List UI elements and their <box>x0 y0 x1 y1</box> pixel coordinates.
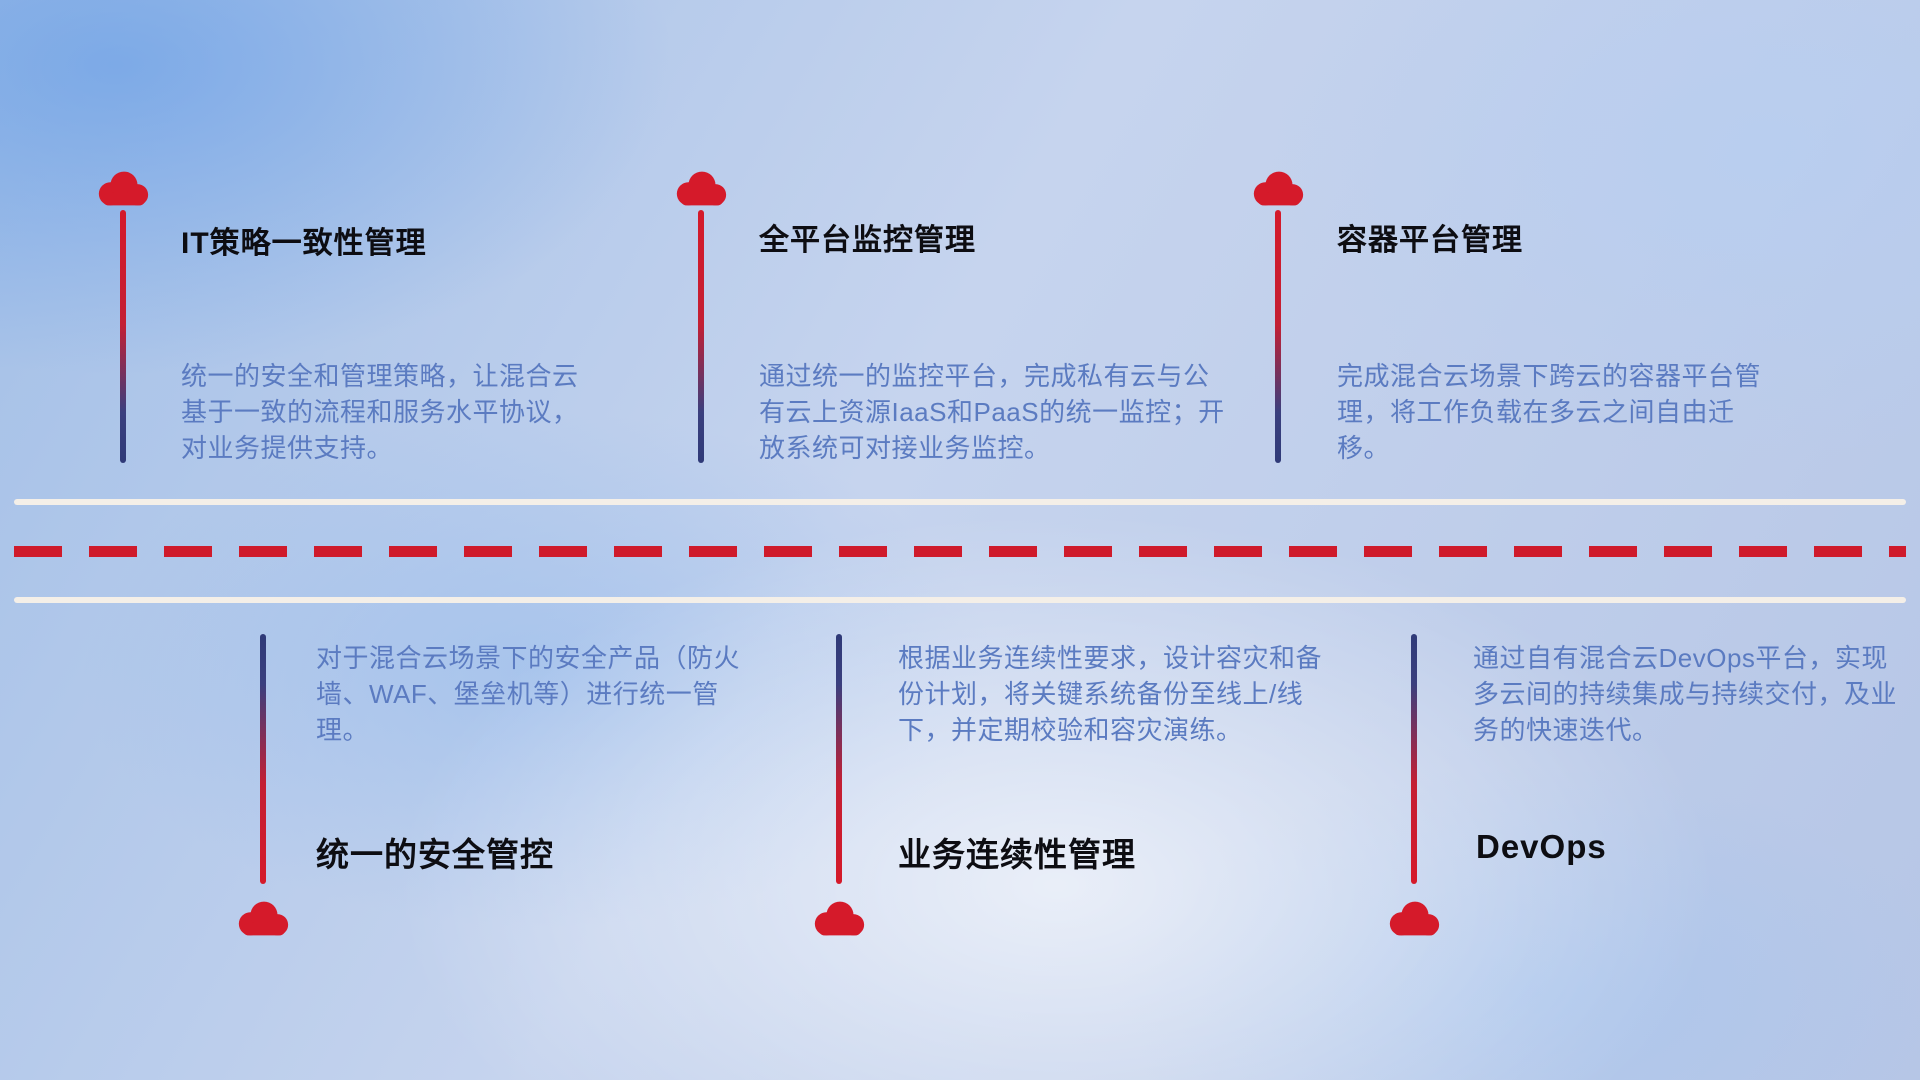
connector-line <box>1411 634 1417 884</box>
item-description: 通过自有混合云DevOps平台，实现多云间的持续集成与持续交付，及业务的快速迭代… <box>1473 643 1898 745</box>
divider-line-top <box>14 499 1906 505</box>
item-title: IT策略一致性管理 <box>181 227 427 260</box>
connector-line <box>120 210 126 463</box>
item-title: 全平台监控管理 <box>759 224 976 257</box>
connector-line <box>698 210 704 463</box>
divider-line-bottom <box>14 597 1906 603</box>
divider-dashed-line <box>14 546 1906 557</box>
connector-line <box>260 634 266 884</box>
item-description: 完成混合云场景下跨云的容器平台管理，将工作负载在多云之间自由迁移。 <box>1337 361 1762 463</box>
cloud-icon <box>1389 901 1440 936</box>
item-description: 统一的安全和管理策略，让混合云基于一致的流程和服务水平协议，对业务提供支持。 <box>181 361 579 463</box>
item-description: 对于混合云场景下的安全产品（防火墙、WAF、堡垒机等）进行统一管理。 <box>316 643 741 745</box>
item-description: 根据业务连续性要求，设计容灾和备份计划，将关键系统备份至线上/线下，并定期校验和… <box>898 643 1323 745</box>
item-title: 容器平台管理 <box>1337 224 1523 257</box>
cloud-icon <box>676 171 727 206</box>
connector-line <box>1275 210 1281 463</box>
item-title: 统一的安全管控 <box>316 836 554 873</box>
cloud-icon <box>814 901 865 936</box>
connector-line <box>836 634 842 884</box>
item-description: 通过统一的监控平台，完成私有云与公有云上资源IaaS和PaaS的统一监控；开放系… <box>759 361 1225 463</box>
cloud-icon <box>98 171 149 206</box>
item-title: DevOps <box>1476 828 1607 865</box>
cloud-icon <box>1253 171 1304 206</box>
item-title: 业务连续性管理 <box>898 836 1136 873</box>
cloud-icon <box>238 901 289 936</box>
